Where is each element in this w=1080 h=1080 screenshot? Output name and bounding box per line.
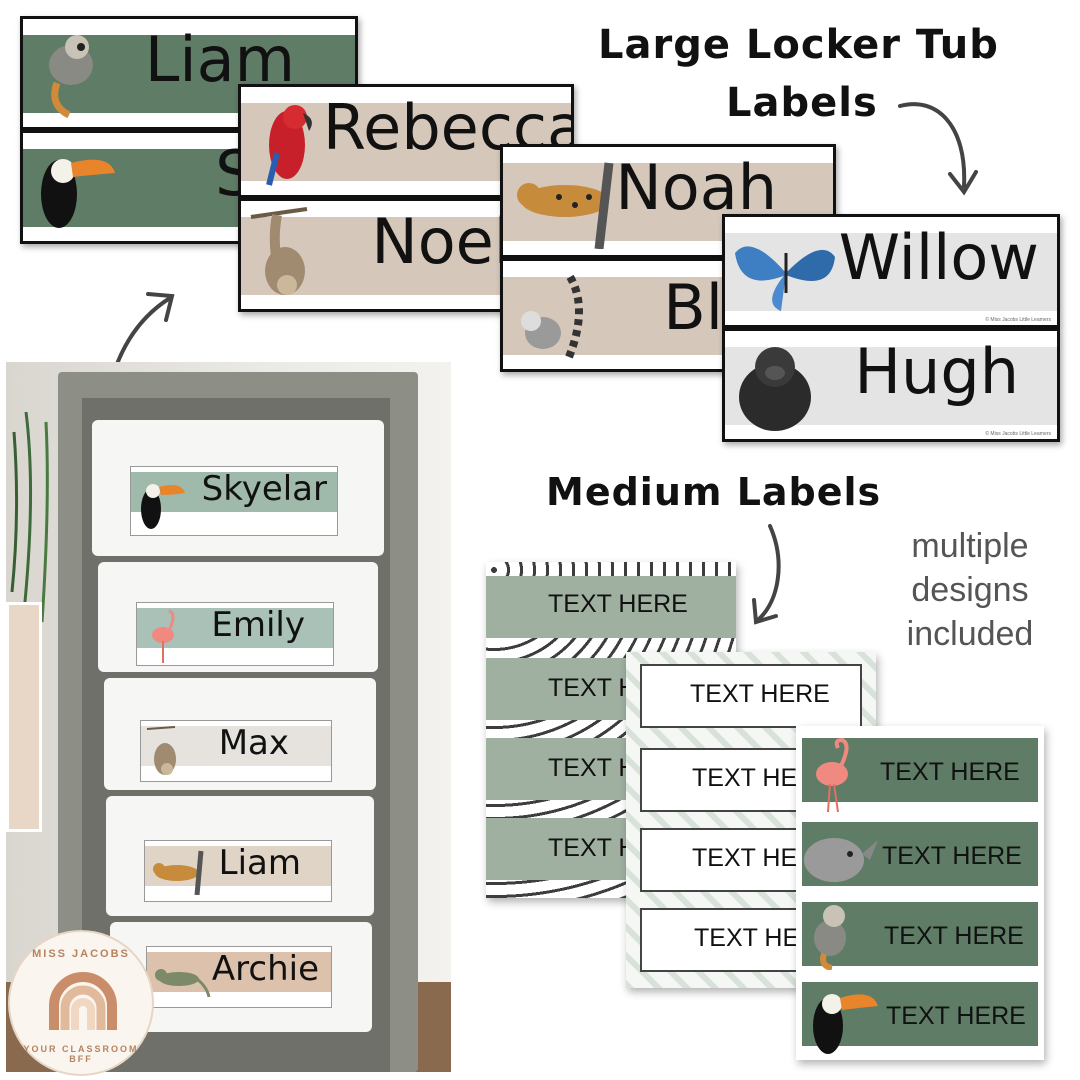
medium-label-text: TEXT HER <box>692 764 816 792</box>
label-credit: © Miss Jacobs Little Learners <box>985 431 1051 437</box>
tub-label: Skyelar <box>130 466 338 536</box>
medium-labels-heading: Medium Labels <box>546 470 882 514</box>
label-name: Willow <box>838 221 1039 294</box>
medium-label-text: TEXT HERE <box>884 922 1024 950</box>
large-label-card: Hugh © Miss Jacobs Little Learners <box>722 328 1060 442</box>
medium-label-text: TEXT HERE <box>882 842 1022 870</box>
label-name: Bl <box>663 271 723 344</box>
flamingo-icon <box>152 609 175 663</box>
label-credit: © Miss Jacobs Little Learners <box>985 317 1051 323</box>
tub-label: Max <box>140 720 332 782</box>
label-name: Max <box>218 723 289 763</box>
macaw-icon <box>266 105 312 186</box>
designs-note-line1: multiple <box>911 527 1029 565</box>
label-name: Emily <box>211 605 305 645</box>
medium-label-text: TEXT H <box>548 754 637 782</box>
jaguar-icon <box>517 162 614 249</box>
medium-sheet-animals: TEXT HERE TEXT HERE TEXT HERE TEXT HERE <box>796 726 1044 1060</box>
butterfly-icon <box>735 246 835 311</box>
tub-label: Liam <box>144 840 332 902</box>
bulletin-board <box>6 602 42 832</box>
logo-bottom-text: YOUR CLASSROOM BFF <box>23 1044 139 1064</box>
medium-label-text: TEXT HER <box>692 844 816 872</box>
label-name: Noah <box>615 151 777 224</box>
rainbow-icon <box>49 972 117 1030</box>
logo-top-text: MISS JACOBS <box>32 948 130 960</box>
tub-label: Archie <box>146 946 332 1008</box>
curved-arrow-icon <box>898 102 978 196</box>
sloth-icon <box>250 207 308 295</box>
toucan-icon <box>141 484 185 529</box>
medium-label-text: TEXT HERE <box>548 590 688 618</box>
iguana-icon <box>155 969 211 998</box>
large-label-card: Liam <box>20 16 358 130</box>
label-name: Archie <box>211 949 319 989</box>
designs-note-line3: included <box>906 615 1034 653</box>
tub-label: Emily <box>136 602 334 666</box>
squirrel-monkey-icon <box>49 35 93 119</box>
label-name: Liam <box>218 843 301 883</box>
label-name: Liam <box>144 23 295 96</box>
designs-note-line2: designs <box>911 571 1029 609</box>
flamingo-icon <box>816 737 849 813</box>
rhino-icon <box>804 838 878 882</box>
label-name: Skyelar <box>201 469 327 509</box>
medium-label-text: TEXT HERE <box>880 758 1020 786</box>
medium-label-text: TEXT HE <box>694 924 800 952</box>
plant-icon <box>10 412 49 623</box>
label-name: Noel <box>371 205 511 278</box>
label-name: Hugh <box>854 335 1019 408</box>
large-labels-heading-line2: Labels <box>726 80 878 126</box>
medium-label-box <box>640 664 862 728</box>
lemur-icon <box>521 272 583 359</box>
medium-label-text: TEXT HERE <box>690 680 830 708</box>
medium-label-text: TEXT H <box>548 674 637 702</box>
miss-jacobs-logo: MISS JACOBS YOUR CLASSROOM BFF <box>8 930 154 1076</box>
large-label-card: Willow © Miss Jacobs Little Learners <box>722 214 1060 328</box>
toucan-icon <box>41 159 115 228</box>
jaguar-icon <box>153 850 204 895</box>
toucan-icon <box>813 994 878 1054</box>
medium-label-text: TEXT HERE <box>886 1002 1026 1030</box>
squirrel-monkey-icon <box>814 905 846 970</box>
medium-label-band <box>486 576 736 638</box>
curved-arrow-icon <box>752 524 781 625</box>
medium-label-text: TEXT H <box>548 834 637 862</box>
large-labels-heading-line1: Large Locker Tub <box>598 22 999 68</box>
gorilla-icon <box>739 347 811 431</box>
sloth-icon <box>146 726 176 775</box>
